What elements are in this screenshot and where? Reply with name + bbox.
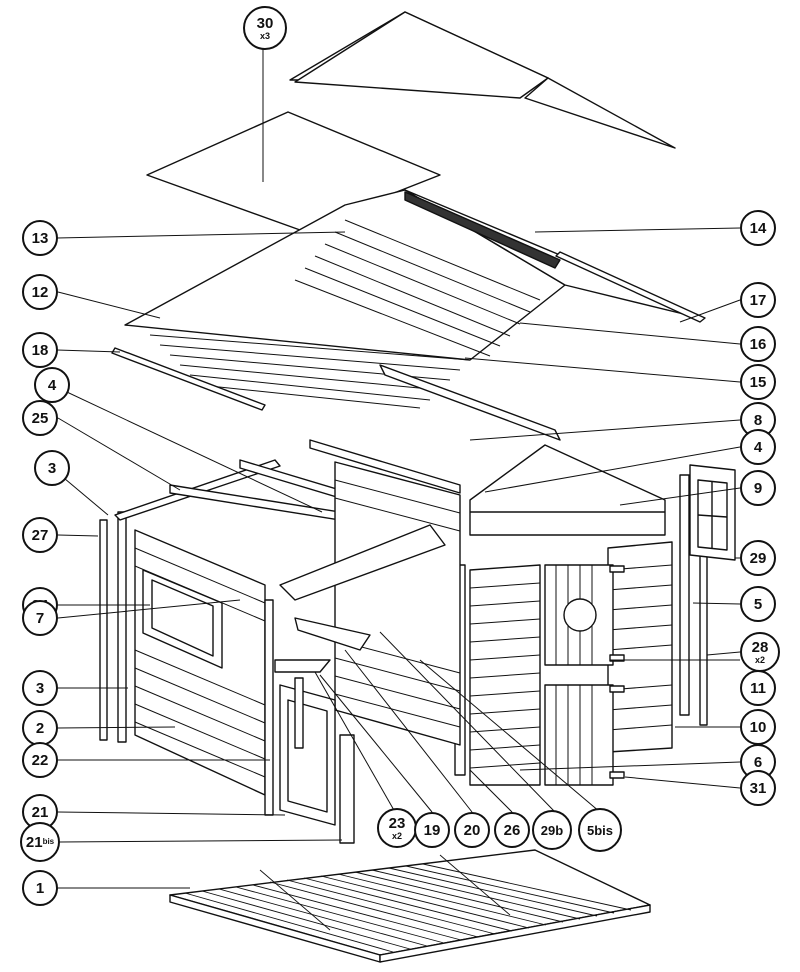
callout-quantity: x3 [259,30,270,41]
callout-4-left: 4 [34,367,70,403]
callout-27: 27 [22,517,58,553]
leader-lines [51,48,741,889]
callout-number: 22 [31,751,49,769]
callout-number: 18 [31,341,49,359]
callout-number: 4 [753,438,763,456]
callout-15: 15 [740,364,776,400]
callout-number: 29 [749,549,767,567]
callout-number: 29b [540,822,564,838]
callout-5bis: 5bis [578,808,622,852]
floor-platform [169,849,651,963]
side-window [689,464,736,561]
callout-19: 19 [414,812,450,848]
left-wall-panel [134,529,266,796]
callout-26: 26 [494,812,530,848]
callout-number: 8 [753,411,763,429]
callout-number: 4 [47,376,57,394]
callout-number: 14 [749,219,767,237]
callout-11: 11 [740,670,776,706]
callout-29: 29 [740,540,776,576]
callout-1: 1 [22,870,58,906]
callout-number: 3 [47,459,57,477]
callout-5: 5 [740,586,776,622]
callout-quantity: x2 [754,654,765,665]
callout-number: 26 [503,821,521,839]
callout-12: 12 [22,274,58,310]
callout-number: 10 [749,718,767,736]
callout-20: 20 [454,812,490,848]
callout-suffix: bis [42,837,55,846]
callout-number: 20 [463,821,481,839]
callout-number: 7 [35,609,45,627]
callout-number: 3 [35,679,45,697]
callout-number: 13 [31,229,49,247]
callout-7: 7 [22,600,58,636]
callout-31: 31 [740,770,776,806]
callout-2: 2 [22,710,58,746]
callout-number: 31 [749,779,767,797]
callout-number: 15 [749,373,767,391]
roof-assembly [111,189,706,411]
callout-10: 10 [740,709,776,745]
callout-number: 23 [388,814,406,832]
callout-number: 5bis [586,822,613,838]
callout-13: 13 [22,220,58,256]
callout-number: 5 [753,595,763,613]
callout-29b: 29b [532,810,572,850]
callout-number: 30 [256,14,274,32]
callout-9: 9 [740,470,776,506]
callout-number: 19 [423,821,441,839]
callout-25: 25 [22,400,58,436]
callout-22: 22 [22,742,58,778]
callout-number: 21 [31,803,49,821]
callout-number: 28 [751,638,769,656]
callout-14: 14 [740,210,776,246]
callout-number: 11 [750,679,766,697]
callout-number: 12 [31,283,49,301]
callout-3-top: 3 [34,450,70,486]
callout-number: 9 [753,479,763,497]
callout-4-right: 4 [740,429,776,465]
front-gable-frame [379,364,666,536]
counter-shelf [274,524,446,673]
callout-number: 17 [749,291,767,309]
callout-number: 16 [749,335,767,353]
half-gate [279,677,355,844]
callout-number: 21 [25,833,43,851]
front-wall-panel [469,541,673,786]
callout-17: 17 [740,282,776,318]
callout-18: 18 [22,332,58,368]
callout-number: 1 [35,879,45,897]
callout-quantity: x2 [391,830,402,841]
callout-number: 2 [35,719,45,737]
callout-number: 25 [31,409,49,427]
callout-16: 16 [740,326,776,362]
callout-number: 6 [753,753,763,771]
callout-3-bottom: 3 [22,670,58,706]
back-wall-panel [334,461,461,746]
callout-number: 27 [31,526,49,544]
